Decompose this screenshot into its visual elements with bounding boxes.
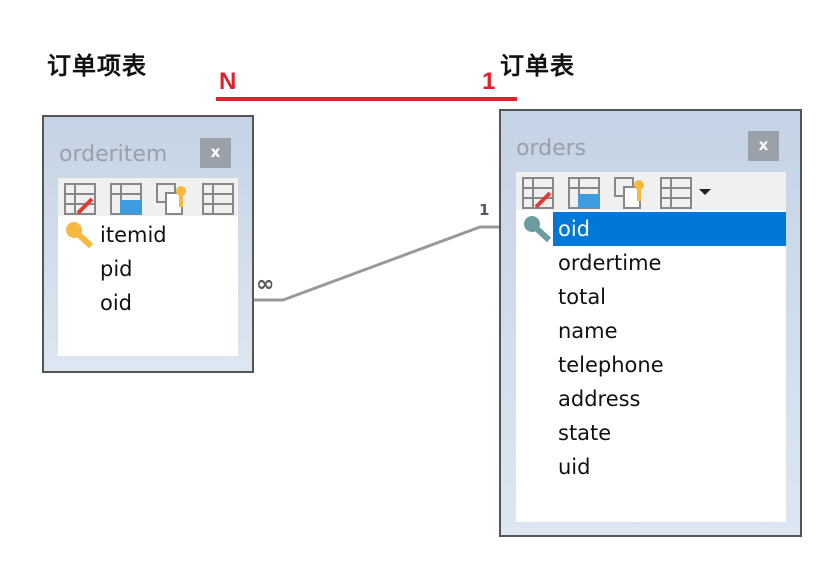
field-name: name <box>558 319 618 343</box>
selection-highlight <box>553 212 786 246</box>
field-name: address <box>558 387 641 411</box>
field-row[interactable]: itemid <box>58 218 238 252</box>
toolbar <box>516 172 786 210</box>
orders-heading: 订单表 <box>500 52 575 80</box>
field-name: ordertime <box>558 251 662 275</box>
primary-key-icon <box>66 222 94 249</box>
design-table-icon[interactable] <box>110 183 142 215</box>
dropdown-arrow-icon[interactable] <box>698 188 712 196</box>
field-name: oid <box>100 291 133 315</box>
table-key-icon[interactable] <box>156 183 188 215</box>
edit-table-icon[interactable] <box>522 177 554 209</box>
field-row[interactable]: total <box>516 280 786 314</box>
field-name: oid <box>558 217 591 241</box>
table-title: orderitem <box>59 142 168 167</box>
many-cardinality-label: N <box>219 68 237 95</box>
field-row[interactable]: uid <box>516 450 786 484</box>
field-row[interactable]: state <box>516 416 786 450</box>
close-button[interactable]: x <box>748 131 779 161</box>
primary-key-icon <box>524 216 552 243</box>
field-row[interactable]: telephone <box>516 348 786 382</box>
field-name: itemid <box>100 223 167 247</box>
one-cardinality-label: 1 <box>482 68 496 95</box>
field-row[interactable]: pid <box>58 252 238 286</box>
design-table-icon[interactable] <box>568 177 600 209</box>
table-grid-icon[interactable] <box>660 177 692 209</box>
field-name: state <box>558 421 612 445</box>
close-button[interactable]: x <box>200 138 231 168</box>
field-row[interactable]: name <box>516 314 786 348</box>
table-orders[interactable]: orders x oid ordertime total name teleph… <box>499 109 802 537</box>
edit-table-icon[interactable] <box>64 183 96 215</box>
field-name: uid <box>558 455 591 479</box>
table-orderitem[interactable]: orderitem x itemid pid oid <box>42 115 254 373</box>
field-name: telephone <box>558 353 664 377</box>
field-row[interactable]: ordertime <box>516 246 786 280</box>
relation-line-annotation <box>216 97 517 101</box>
table-title: orders <box>516 136 587 161</box>
toolbar <box>58 178 238 216</box>
table-grid-icon[interactable] <box>202 183 234 215</box>
field-row[interactable]: oid <box>58 286 238 320</box>
field-row[interactable]: address <box>516 382 786 416</box>
table-key-icon[interactable] <box>614 177 646 209</box>
orderitem-heading: 订单项表 <box>47 52 147 80</box>
field-panel: itemid pid oid <box>58 178 238 356</box>
one-symbol: 1 <box>479 201 490 219</box>
field-name: pid <box>100 257 133 281</box>
field-panel: oid ordertime total name telephone addre… <box>516 172 786 522</box>
field-name: total <box>558 285 607 309</box>
many-symbol: ∞ <box>256 272 275 297</box>
field-row-selected[interactable]: oid <box>516 212 786 246</box>
